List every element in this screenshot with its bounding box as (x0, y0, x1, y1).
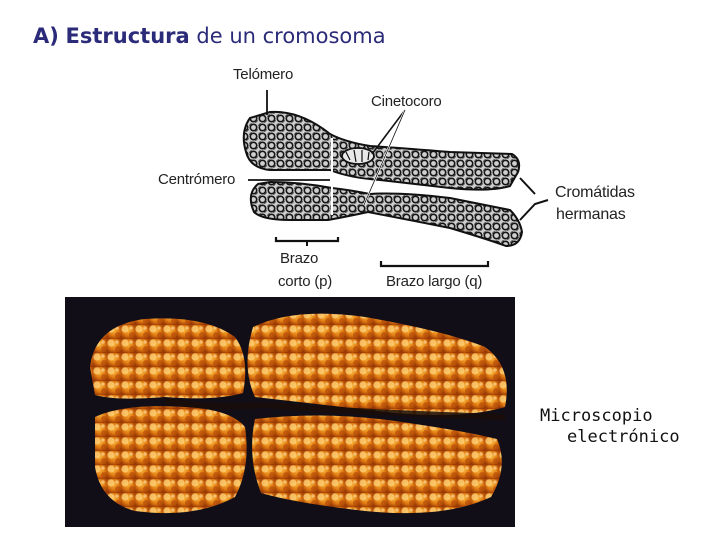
centromere-label: Centrómero (158, 171, 236, 188)
upper-chromatid (242, 110, 521, 191)
electron-micrograph (65, 297, 515, 527)
short-arm-label-2: corto (p) (278, 273, 333, 290)
micro-lower-right (252, 415, 502, 514)
micrograph-caption-line2: electrónico (567, 427, 680, 447)
title-rest: de un cromosoma (196, 24, 386, 48)
telomere-label: Telómero (233, 66, 294, 83)
kinetochore-label: Cinetocoro (371, 93, 442, 110)
title-prefix: A) (33, 24, 59, 48)
page-title: A) Estructura de un cromosoma (33, 24, 386, 48)
long-arm-bracket (379, 261, 490, 268)
title-bold: Estructura (65, 24, 190, 48)
kinetochore-leader-a (371, 109, 406, 155)
micro-upper-left (90, 318, 246, 399)
long-arm-label: Brazo largo (q) (386, 273, 483, 290)
short-arm-bracket (274, 237, 340, 243)
micro-lower-left (95, 406, 247, 514)
short-arm-label-1: Brazo (280, 250, 319, 267)
sister-chromatids-label-1: Cromátidas (555, 184, 635, 201)
micrograph-caption: Microscopio electrónico (540, 406, 680, 448)
chromosome-diagram (242, 90, 549, 268)
kinetochore-disc (341, 147, 375, 165)
chromatids-bracket (519, 177, 549, 221)
micro-upper-right (247, 313, 507, 415)
sister-chromatids-label-2: hermanas (556, 206, 626, 223)
kinetochore-leader-b-edge (363, 109, 406, 206)
micrograph-caption-line1: Microscopio (540, 406, 653, 426)
lower-chromatid (249, 180, 524, 248)
micrograph-illustration (65, 297, 515, 527)
